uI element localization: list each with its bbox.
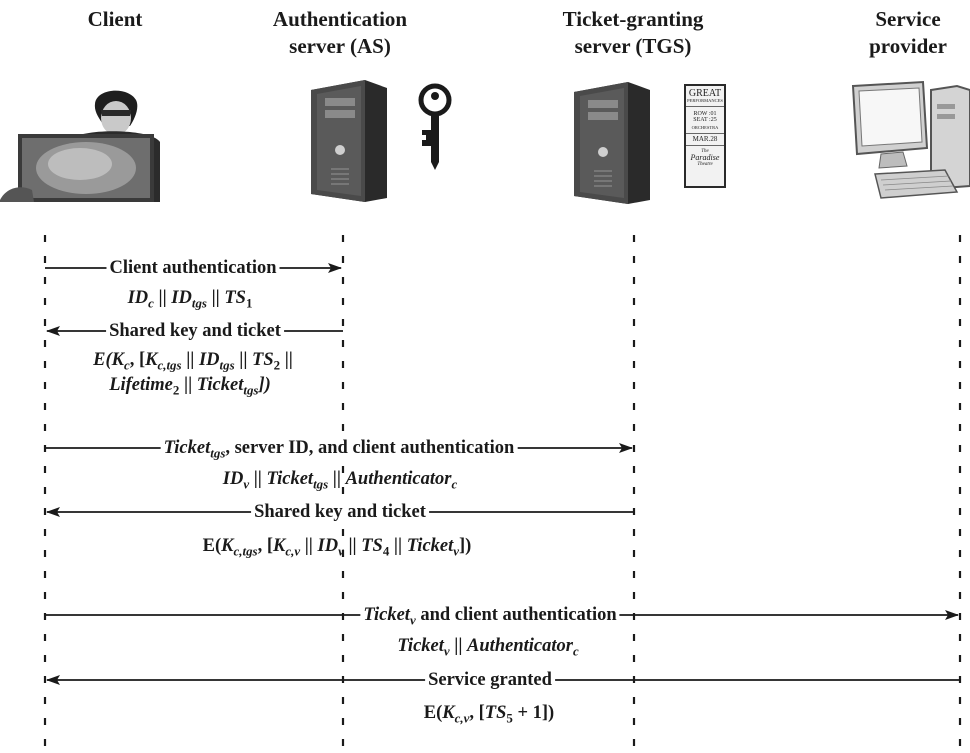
msg3-formula: IDv || Tickettgs || Authenticatorc [222, 469, 458, 492]
as-server-icon [311, 80, 387, 202]
msg1-label: Client authentication [106, 257, 280, 279]
msg3-label: Tickettgs, server ID, and client authent… [160, 437, 518, 460]
key-icon [418, 83, 452, 170]
actor-client-label: Client [87, 7, 143, 31]
msg4-formula: E(Kc,tgs, [Kc,v || IDv || TS4 || Ticketv… [202, 536, 472, 559]
actor-tgs-label: Ticket-granting server (TGS) [562, 7, 704, 58]
msg5-formula: Ticketv || Authenticatorc [397, 636, 579, 659]
msg5-label: Ticketv and client authentication [360, 604, 620, 627]
msg1-formula: IDc || IDtgs || TS1 [127, 288, 253, 311]
ticket-stub-icon: GREAT PERFORMANCES ROW :01 SEAT :25 ORCH… [684, 84, 726, 188]
tgs-server-icon [574, 82, 650, 204]
msg4-label: Shared key and ticket [251, 501, 429, 523]
msg6-formula: E(Kc,v, [TS5 + 1]) [423, 703, 555, 726]
service-provider-computer-icon [851, 80, 970, 199]
actor-as-label: Authentication server (AS) [272, 7, 408, 58]
msg2-label: Shared key and ticket [106, 320, 284, 342]
msg2-formula-line1: E(Kc, [Kc,tgs || IDtgs || TS2 || [93, 350, 293, 373]
actor-sp-label: Service provider [869, 7, 947, 58]
msg2-formula-line2: Lifetime2 || Tickettgs]) [109, 375, 271, 398]
client-person-icon [0, 90, 160, 202]
msg6-label: Service granted [425, 669, 555, 691]
